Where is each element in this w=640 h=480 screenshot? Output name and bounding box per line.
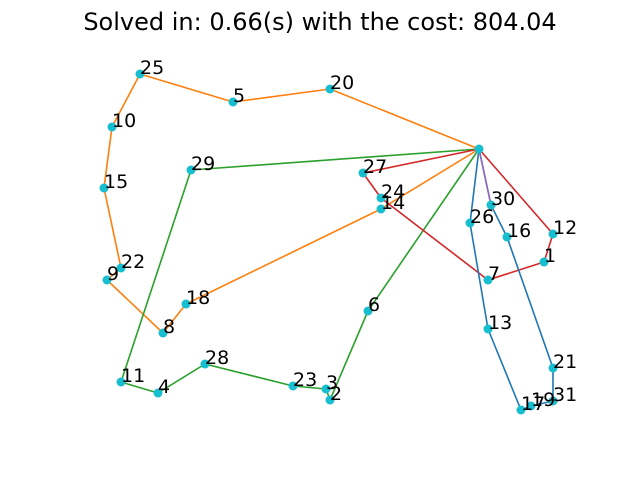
node-point-16 bbox=[502, 232, 512, 242]
node-point-1 bbox=[539, 257, 549, 267]
node-point-14 bbox=[376, 204, 386, 214]
node-label-25: 25 bbox=[140, 57, 164, 79]
node-label-7: 7 bbox=[488, 263, 500, 285]
node-label-31: 31 bbox=[553, 384, 577, 406]
node-point-10 bbox=[107, 122, 117, 132]
node-point-3 bbox=[321, 384, 331, 394]
node-label-19: 19 bbox=[531, 389, 555, 411]
node-label-26: 26 bbox=[470, 206, 494, 228]
node-point-11 bbox=[116, 377, 126, 387]
node-point-8 bbox=[158, 328, 168, 338]
node-label-15: 15 bbox=[104, 171, 128, 193]
node-point-21 bbox=[548, 363, 558, 373]
depot-marker-layer bbox=[474, 144, 484, 154]
node-point-2 bbox=[325, 395, 335, 405]
node-label-21: 21 bbox=[553, 351, 577, 373]
node-label-13: 13 bbox=[488, 312, 512, 334]
node-label-30: 30 bbox=[491, 188, 515, 210]
node-point-30 bbox=[486, 200, 496, 210]
node-point-27 bbox=[358, 168, 368, 178]
node-label-6: 6 bbox=[368, 294, 380, 316]
node-point-6 bbox=[363, 306, 373, 316]
node-point-17 bbox=[516, 405, 526, 415]
node-label-3: 3 bbox=[326, 372, 338, 394]
node-point-19 bbox=[526, 401, 536, 411]
route-line-3 bbox=[362, 148, 554, 281]
chart-title: Solved in: 0.66(s) with the cost: 804.04 bbox=[83, 8, 556, 36]
node-label-10: 10 bbox=[112, 110, 136, 132]
node-label-17: 17 bbox=[521, 393, 545, 415]
node-point-15 bbox=[99, 183, 109, 193]
node-point-9 bbox=[102, 275, 112, 285]
node-label-11: 11 bbox=[121, 365, 145, 387]
node-point-13 bbox=[483, 324, 493, 334]
node-point-31 bbox=[548, 396, 558, 406]
node-label-1: 1 bbox=[544, 245, 556, 267]
node-label-12: 12 bbox=[553, 217, 577, 239]
route-line-4 bbox=[469, 148, 554, 411]
node-point-5 bbox=[228, 97, 238, 107]
node-label-8: 8 bbox=[163, 316, 175, 338]
node-label-18: 18 bbox=[186, 287, 210, 309]
node-point-12 bbox=[548, 229, 558, 239]
node-point-23 bbox=[288, 381, 298, 391]
node-markers bbox=[99, 69, 558, 415]
node-label-28: 28 bbox=[205, 347, 229, 369]
node-label-24: 24 bbox=[381, 181, 405, 203]
node-point-24 bbox=[376, 193, 386, 203]
node-point-20 bbox=[325, 84, 335, 94]
node-point-29 bbox=[186, 165, 196, 175]
node-point-22 bbox=[116, 263, 126, 273]
node-label-9: 9 bbox=[107, 263, 119, 285]
node-label-23: 23 bbox=[293, 369, 317, 391]
node-label-14: 14 bbox=[381, 192, 405, 214]
node-label-29: 29 bbox=[191, 153, 215, 175]
depot-point bbox=[474, 144, 484, 154]
route-line-2 bbox=[120, 148, 480, 401]
route-line-5 bbox=[478, 148, 492, 206]
node-label-4: 4 bbox=[158, 376, 170, 398]
node-label-20: 20 bbox=[330, 72, 354, 94]
node-point-28 bbox=[200, 359, 210, 369]
route-lines bbox=[103, 73, 554, 411]
node-point-4 bbox=[153, 388, 163, 398]
node-point-18 bbox=[181, 299, 191, 309]
node-point-25 bbox=[135, 69, 145, 79]
node-point-7 bbox=[483, 275, 493, 285]
node-label-16: 16 bbox=[507, 220, 531, 242]
node-label-22: 22 bbox=[121, 251, 145, 273]
route-line-1 bbox=[103, 73, 480, 334]
node-label-2: 2 bbox=[330, 383, 342, 405]
node-label-27: 27 bbox=[363, 156, 387, 178]
node-point-26 bbox=[465, 218, 475, 228]
node-label-5: 5 bbox=[233, 85, 245, 107]
